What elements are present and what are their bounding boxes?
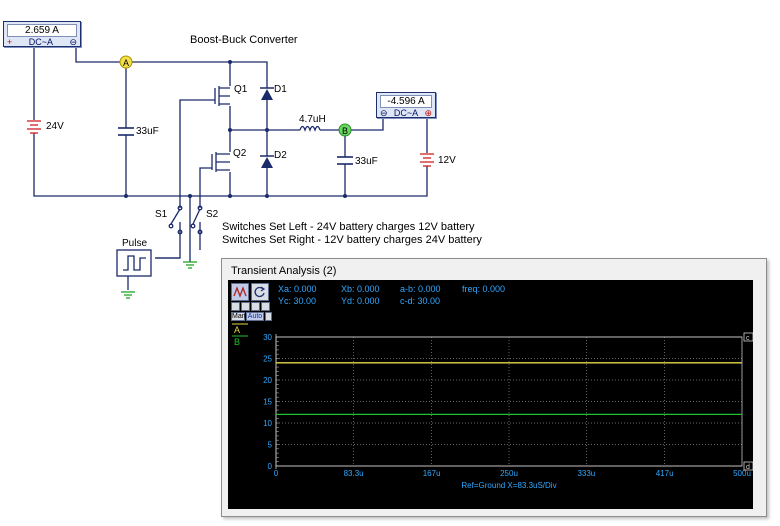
probe-a	[119, 55, 133, 69]
zoom-in-button[interactable]	[231, 302, 240, 311]
note-line-2: Switches Set Right - 12V battery charges…	[222, 234, 482, 246]
svg-text:B: B	[342, 126, 348, 136]
switch-s2-label: S2	[206, 209, 219, 220]
y-tick-label: 10	[263, 419, 272, 428]
scope-mode-button[interactable]	[231, 283, 249, 301]
circuit-title: Boost-Buck Converter	[190, 34, 298, 46]
cursor-freq: freq: 0.000	[462, 284, 506, 294]
cursor-ab: a-b: 0.000	[400, 284, 441, 294]
x-axis-footer: Ref=Ground X=83.3uS/Div	[461, 481, 556, 490]
dropdown-button[interactable]	[265, 312, 272, 321]
y-tick-label: 5	[268, 441, 273, 450]
y-tick-label: 30	[263, 333, 272, 342]
mosfet-q1-symbol	[214, 86, 230, 106]
mosfet-q2-symbol	[211, 152, 230, 172]
x-tick-label: 333u	[577, 469, 595, 478]
ammeter-left-plus: +	[7, 37, 13, 47]
y-tick-label: 20	[263, 376, 272, 385]
svg-text:A: A	[123, 58, 129, 68]
d2-label: D2	[274, 150, 287, 161]
capacitor-right-label: 33uF	[355, 156, 378, 167]
pan-right-button[interactable]	[261, 302, 270, 311]
diode-d1-symbol	[260, 87, 274, 100]
cursor-d-marker	[743, 461, 753, 471]
ammeter-right-minus: ⊖	[380, 108, 388, 118]
x-tick-label: 0	[274, 469, 279, 478]
transient-plot: 0 5 10 15 20 25 30 0 83.3u 167u 250u 333u 417u 500u c d…	[232, 323, 753, 490]
switch-s1-label: S1	[155, 209, 168, 220]
battery-right-label: 12V	[438, 155, 456, 166]
capacitor-left-label: 33uF	[136, 126, 159, 137]
cursor-yc: Yc: 30.00	[278, 296, 317, 306]
ground-symbols	[121, 261, 197, 299]
x-tick-label: 167u	[423, 469, 441, 478]
pan-left-button[interactable]	[251, 302, 260, 311]
cursor-xa: Xa: 0.000	[278, 284, 317, 294]
zoom-out-button[interactable]	[241, 302, 250, 311]
man-button[interactable]: Man	[231, 312, 246, 321]
auto-button[interactable]: Auto	[246, 312, 264, 321]
q2-label: Q2	[233, 148, 247, 159]
waveform-icon	[233, 286, 247, 298]
ammeter-right-mode: DC~A	[393, 108, 419, 118]
battery-left-label: 24V	[46, 121, 64, 132]
ammeter-right-value: -4.596 A	[380, 95, 432, 108]
cursor-d-marker-label: d	[746, 464, 750, 471]
d1-label: D1	[274, 84, 287, 95]
ammeter-right-plus: ⊕	[424, 108, 432, 118]
oscilloscope-display: Man Auto Xa: 0.000 Xb: 0.000 a-b: 0.000 …	[228, 280, 753, 509]
cursor-c-marker-label: c	[746, 335, 750, 342]
pulse-label: Pulse	[122, 238, 148, 249]
reset-button[interactable]	[251, 283, 269, 301]
y-tick-label: 0	[268, 462, 273, 471]
x-tick-label: 417u	[656, 469, 674, 478]
cursor-yd: Yd: 0.000	[341, 296, 380, 306]
window-title: Transient Analysis (2)	[231, 265, 337, 277]
note-line-1: Switches Set Left - 24V battery charges …	[222, 221, 475, 233]
legend-label-a: A	[234, 325, 240, 335]
ammeter-right[interactable]: -4.596 A ⊖ DC~A ⊕	[376, 92, 436, 118]
inductor-label: 4.7uH	[299, 114, 326, 125]
cursor-xb: Xb: 0.000	[341, 284, 380, 294]
y-tick-label: 15	[263, 398, 272, 407]
diode-d2-symbol	[260, 155, 274, 168]
q1-label: Q1	[234, 84, 248, 95]
pulse-source-symbol	[116, 249, 152, 277]
battery-left-symbol	[27, 120, 41, 134]
cursor-c-marker	[743, 332, 753, 342]
ammeter-left-minus: ⊖	[69, 37, 77, 47]
switch-s1-symbol	[168, 205, 183, 235]
capacitor-right-symbol	[337, 156, 353, 165]
switch-s2-symbol	[190, 205, 203, 235]
refresh-icon	[254, 286, 266, 298]
x-tick-label: 250u	[500, 469, 518, 478]
x-tick-label: 500u	[733, 469, 751, 478]
probe-b	[338, 123, 352, 137]
ammeter-left-mode: DC~A	[28, 37, 53, 47]
battery-right-symbol	[420, 153, 434, 167]
y-tick-label: 25	[263, 355, 272, 364]
legend-label-b: B	[234, 337, 240, 347]
cursor-cd: c-d: 30.00	[400, 296, 441, 306]
transient-analysis-window[interactable]: Transient Analysis (2) Man Auto Xa: 0.00…	[221, 258, 767, 517]
x-tick-label: 83.3u	[344, 469, 364, 478]
ammeter-left[interactable]: 2.659 A + DC~A ⊖	[3, 21, 81, 47]
ammeter-left-value: 2.659 A	[7, 24, 77, 37]
inductor-symbol	[299, 125, 321, 132]
capacitor-left-symbol	[118, 127, 134, 136]
